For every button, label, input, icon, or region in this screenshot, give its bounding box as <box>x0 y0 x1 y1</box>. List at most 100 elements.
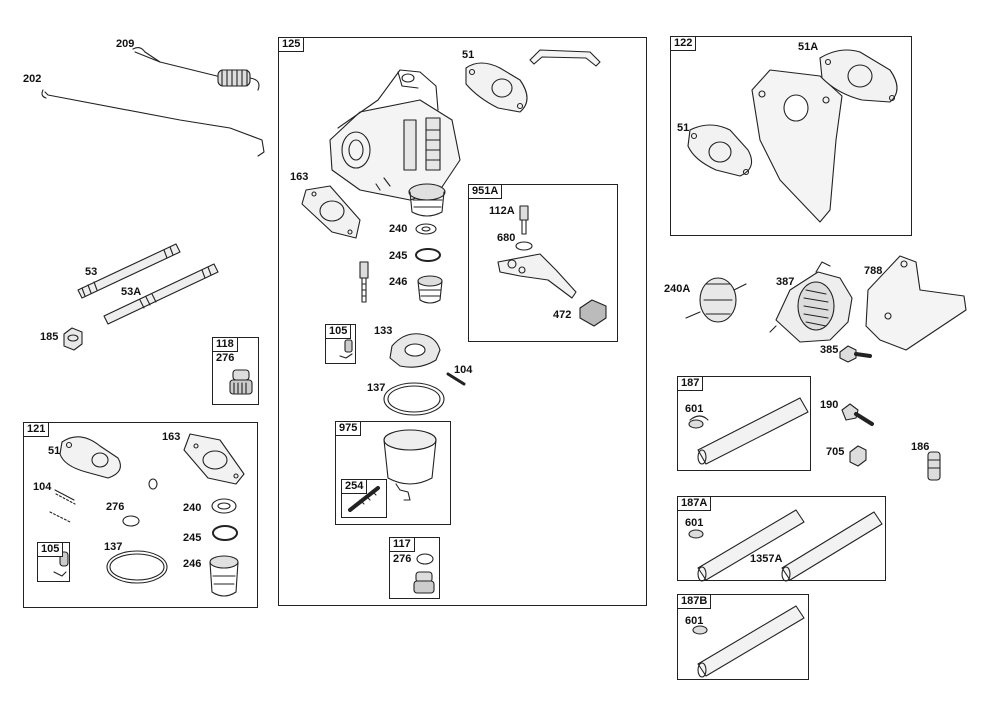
part-number: 601 <box>685 517 704 529</box>
group-box-122: 122 <box>670 36 912 236</box>
stud-part-53a <box>103 263 219 325</box>
part-number: 186 <box>911 441 930 453</box>
bolt-part-190 <box>841 403 874 426</box>
group-label-105-in121: 105 <box>37 542 64 557</box>
screw-box125 <box>359 261 369 303</box>
fuel-line-parts-187a <box>688 509 883 582</box>
pin-part-104-box125 <box>446 372 466 386</box>
group-label-187a: 187A <box>677 496 712 511</box>
part-number: 163 <box>290 171 309 183</box>
fitting-box105-in125 <box>339 339 353 359</box>
group-box-187b: 187B <box>677 594 809 680</box>
bracket-box125 <box>529 49 601 67</box>
group-box-187: 187 <box>677 376 811 471</box>
float-bowl-part-975 <box>383 429 437 501</box>
part-number: 51 <box>48 445 61 457</box>
group-box-187a: 187A <box>677 496 886 581</box>
group-box-254: 254 <box>341 479 387 518</box>
group-label-951a: 951A <box>468 184 503 199</box>
carburetor-part-125 <box>329 69 461 217</box>
group-box-117: 117 <box>389 537 440 599</box>
group-box-125: 125 <box>278 37 647 606</box>
gasket-part-51a <box>819 49 898 103</box>
part-number: 104 <box>454 364 473 376</box>
group-label-118: 118 <box>212 337 238 352</box>
group-box-121: 121 <box>23 422 258 608</box>
part-number: 246 <box>389 276 408 288</box>
part-number: 137 <box>104 541 123 553</box>
stud-part-53 <box>77 243 181 299</box>
nut-part-705 <box>849 445 867 467</box>
group-label-125: 125 <box>278 37 305 52</box>
spring-rod-part-209 <box>132 46 260 91</box>
group-label-187b: 187B <box>677 594 712 609</box>
part-number: 385 <box>820 344 839 356</box>
part-number: 51 <box>462 49 475 61</box>
nut-part-185 <box>63 327 83 351</box>
gasket-part-163-box125 <box>301 185 361 239</box>
part-number: 601 <box>685 615 704 627</box>
part-number: 209 <box>116 38 135 50</box>
fitting-part-186 <box>927 451 941 481</box>
part-number: 185 <box>40 331 59 343</box>
screw-part-254 <box>348 486 380 512</box>
part-number: 276 <box>106 501 125 513</box>
part-number: 246 <box>183 558 202 570</box>
group-box-951a: 951A <box>468 184 618 342</box>
fuel-line-part-187b <box>692 605 805 678</box>
bracket-part-788 <box>865 255 967 351</box>
governor-link-part-202 <box>41 89 265 157</box>
choke-lever-part-951a <box>497 205 607 327</box>
fuel-pump-part-387 <box>769 261 853 343</box>
part-number: 104 <box>33 481 52 493</box>
part-number: 202 <box>23 73 42 85</box>
kit-121-parts <box>49 433 245 597</box>
part-number: 680 <box>497 232 516 244</box>
part-number: 137 <box>367 382 386 394</box>
part-number: 53A <box>121 286 142 298</box>
part-number: 245 <box>389 250 408 262</box>
group-label-105-in125: 105 <box>325 324 352 339</box>
part-number: 245 <box>183 532 202 544</box>
group-label-187: 187 <box>677 376 704 391</box>
group-box-105-in121: 105 <box>37 542 70 582</box>
washer-parts-box125 <box>415 223 443 304</box>
part-number: 240 <box>183 502 202 514</box>
fitting-part-276-box117 <box>413 553 435 594</box>
part-number: 240 <box>389 223 408 235</box>
part-number: 276 <box>216 352 235 364</box>
part-number: 53 <box>85 266 98 278</box>
float-part-133 <box>389 333 441 368</box>
gasket-part-51-box122 <box>687 124 753 177</box>
part-number: 51A <box>798 41 819 53</box>
part-number: 112A <box>489 205 515 217</box>
part-number: 190 <box>820 399 839 411</box>
part-number: 601 <box>685 403 704 415</box>
fuel-filter-part-240a <box>685 277 747 323</box>
group-label-117: 117 <box>389 537 415 552</box>
part-number: 705 <box>826 446 845 458</box>
part-number: 240A <box>664 283 691 295</box>
part-number: 1357A <box>750 553 783 565</box>
heat-shield-part-122 <box>751 69 843 223</box>
group-label-121: 121 <box>23 422 50 437</box>
group-label-254: 254 <box>341 479 368 494</box>
part-number: 387 <box>776 276 795 288</box>
group-label-975: 975 <box>335 421 362 436</box>
part-number: 788 <box>864 265 883 277</box>
part-number: 472 <box>553 309 572 321</box>
group-box-975: 975 <box>335 421 451 525</box>
part-number: 51 <box>677 122 690 134</box>
fuel-line-part-187 <box>688 397 809 465</box>
part-number: 276 <box>393 553 412 565</box>
screw-part-385 <box>839 345 872 363</box>
o-ring-part-137-box125 <box>383 382 445 416</box>
part-number: 133 <box>374 325 393 337</box>
gasket-part-51-box125 <box>465 62 528 113</box>
fitting-part-276-box118 <box>229 369 253 395</box>
group-label-122: 122 <box>670 36 697 51</box>
part-number: 163 <box>162 431 181 443</box>
group-box-118: 118 <box>212 337 259 405</box>
